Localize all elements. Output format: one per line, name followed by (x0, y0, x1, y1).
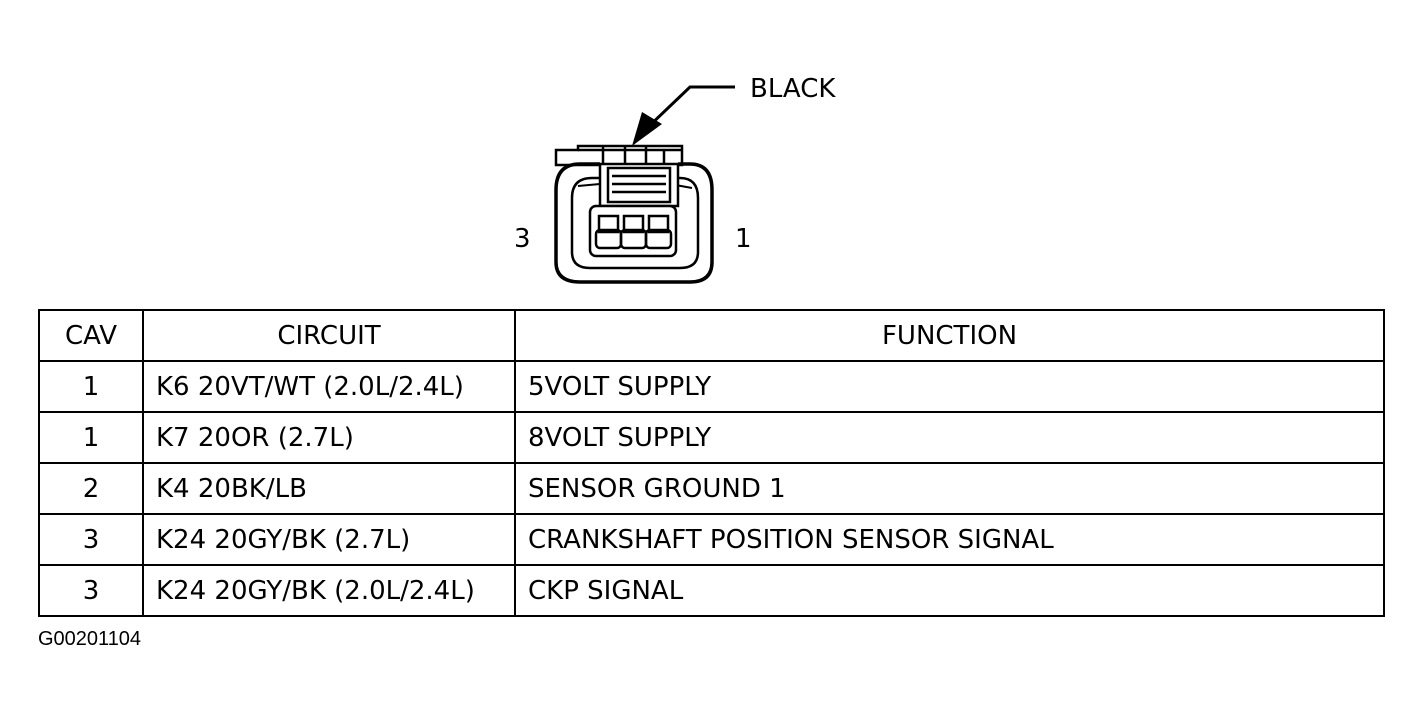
leader-arrow (632, 85, 735, 146)
cav-cell: 3 (38, 513, 144, 566)
cav-cell: 3 (38, 564, 144, 617)
cavity-1 (644, 214, 673, 250)
cav-cell: 2 (38, 462, 144, 515)
circuit-cell: K6 20VT/WT (2.0L/2.4L) (142, 360, 516, 413)
circuit-cell: K24 20GY/BK (2.7L) (142, 513, 516, 566)
circuit-cell: K24 20GY/BK (2.0L/2.4L) (142, 564, 516, 617)
circuit-cell: K7 20OR (2.7L) (142, 411, 516, 464)
lock-tab (598, 162, 680, 208)
pin-label-left: 3 (514, 224, 531, 254)
connector-latch (554, 144, 684, 167)
function-cell: 5VOLT SUPPLY (514, 360, 1385, 413)
header-cav: CAV (38, 309, 144, 362)
function-cell: 8VOLT SUPPLY (514, 411, 1385, 464)
table-row: 3 K24 20GY/BK (2.7L) CRANKSHAFT POSITION… (38, 513, 1385, 566)
function-cell: CKP SIGNAL (514, 564, 1385, 617)
table-header-row: CAV CIRCUIT FUNCTION (38, 309, 1385, 362)
figure-id: G00201104 (38, 628, 142, 650)
header-circuit: CIRCUIT (142, 309, 516, 362)
circuit-cell: K4 20BK/LB (142, 462, 516, 515)
pin-out-table: CAV CIRCUIT FUNCTION 1 K6 20VT/WT (2.0L/… (38, 309, 1385, 617)
cav-cell: 1 (38, 411, 144, 464)
table-row: 2 K4 20BK/LB SENSOR GROUND 1 (38, 462, 1385, 515)
cav-cell: 1 (38, 360, 144, 413)
table-row: 3 K24 20GY/BK (2.0L/2.4L) CKP SIGNAL (38, 564, 1385, 617)
table-row: 1 K6 20VT/WT (2.0L/2.4L) 5VOLT SUPPLY (38, 360, 1385, 413)
table-row: 1 K7 20OR (2.7L) 8VOLT SUPPLY (38, 411, 1385, 464)
connector-shell (554, 162, 714, 284)
function-cell: CRANKSHAFT POSITION SENSOR SIGNAL (514, 513, 1385, 566)
header-function: FUNCTION (514, 309, 1385, 362)
connector-diagram: BLACK 3 1 (514, 74, 836, 284)
connector-color-label: BLACK (750, 74, 836, 104)
function-cell: SENSOR GROUND 1 (514, 462, 1385, 515)
pin-label-right: 1 (735, 224, 752, 254)
